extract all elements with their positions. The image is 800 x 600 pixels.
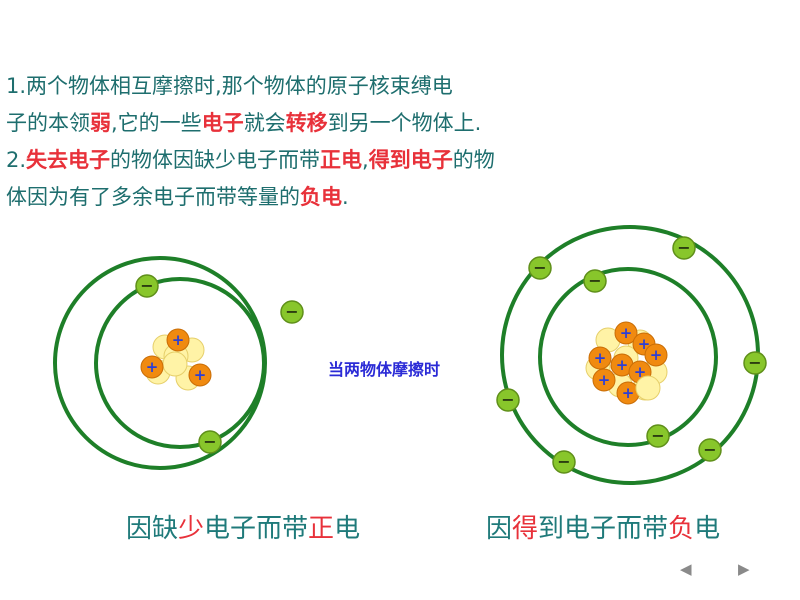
svg-text:−: − bbox=[533, 258, 546, 277]
paragraph-line-4: 体因为有了多余电子而带等量的负电. bbox=[6, 179, 786, 216]
text-segment: , bbox=[362, 148, 369, 172]
electron-particle: − bbox=[583, 269, 607, 293]
highlight-lose-electron: 失去电子 bbox=[26, 148, 111, 172]
text-segment: . bbox=[342, 185, 349, 209]
proton-particle: + bbox=[644, 343, 668, 367]
highlight-gain-electron: 得到电子 bbox=[368, 148, 453, 172]
right-atom: ++++++++−−−−−−−− bbox=[496, 225, 767, 485]
left-atom-caption: 因缺少电子而带正电 bbox=[126, 508, 360, 545]
text-segment: 体因为有了多余电子而带等量的 bbox=[6, 185, 300, 209]
highlight-negative-charge: 负电 bbox=[300, 185, 342, 209]
svg-text:−: − bbox=[748, 353, 761, 372]
proton-particle: + bbox=[592, 368, 616, 392]
svg-text:+: + bbox=[650, 346, 663, 364]
svg-text:+: + bbox=[622, 384, 635, 402]
caption-segment: 电 bbox=[694, 514, 721, 544]
electron-particle: − bbox=[672, 236, 696, 260]
electron-particle: − bbox=[552, 450, 576, 474]
proton-particle: + bbox=[610, 353, 634, 377]
caption-segment: 电子而带 bbox=[204, 514, 309, 544]
highlight-positive-charge: 正电 bbox=[320, 148, 363, 172]
svg-text:−: − bbox=[651, 426, 664, 445]
highlight-transfer: 转移 bbox=[285, 111, 328, 135]
caption-highlight-positive: 正 bbox=[308, 514, 335, 544]
paragraph-line-3: 2.失去电子的物体因缺少电子而带正电,得到电子的物 bbox=[6, 142, 786, 179]
text-segment: 1.两个物体相互摩擦时,那个物体的原子核束缚电 bbox=[6, 74, 453, 98]
svg-text:−: − bbox=[557, 452, 570, 471]
text-segment: 2. bbox=[6, 148, 27, 172]
caption-highlight-negative: 负 bbox=[668, 514, 695, 544]
electron-particle: − bbox=[743, 351, 767, 375]
electron-particle: − bbox=[496, 388, 520, 412]
text-segment: 的物体因缺少电子而带 bbox=[110, 148, 321, 172]
highlight-weak: 弱 bbox=[90, 111, 111, 135]
paragraph-line-2: 子的本领弱,它的一些电子就会转移到另一个物体上. bbox=[6, 105, 786, 142]
caption-segment: 因 bbox=[486, 514, 513, 544]
prev-slide-button[interactable]: ◀ bbox=[680, 560, 692, 578]
svg-text:−: − bbox=[588, 271, 601, 290]
svg-text:−: − bbox=[501, 390, 514, 409]
svg-text:−: − bbox=[285, 302, 298, 321]
text-segment: 就会 bbox=[243, 111, 286, 135]
svg-text:+: + bbox=[194, 366, 207, 384]
svg-text:−: − bbox=[677, 238, 690, 257]
proton-particle: + bbox=[614, 321, 638, 345]
highlight-electron: 电子 bbox=[201, 111, 244, 135]
proton-particle: + bbox=[588, 346, 612, 370]
electron-particle: − bbox=[280, 300, 304, 324]
left-atom: + + + − − − bbox=[53, 256, 304, 470]
text-segment: 的物 bbox=[452, 148, 495, 172]
svg-text:+: + bbox=[146, 358, 159, 376]
inner-orbit bbox=[94, 277, 266, 449]
svg-text:−: − bbox=[140, 276, 153, 295]
text-segment: 到另一个物体上. bbox=[327, 111, 482, 135]
caption-highlight-lack: 少 bbox=[178, 514, 205, 544]
svg-text:+: + bbox=[620, 324, 633, 342]
svg-text:+: + bbox=[594, 349, 607, 367]
caption-highlight-gain: 得 bbox=[512, 514, 539, 544]
svg-text:+: + bbox=[616, 356, 629, 374]
next-slide-button[interactable]: ▶ bbox=[738, 560, 750, 578]
neutron-particle bbox=[162, 351, 188, 377]
paragraph-line-1: 1.两个物体相互摩擦时,那个物体的原子核束缚电 bbox=[6, 68, 786, 105]
caption-segment: 到电子而带 bbox=[538, 514, 669, 544]
electron-particle: − bbox=[698, 438, 722, 462]
text-segment: 子的本领 bbox=[6, 111, 90, 135]
explanation-paragraph: 1.两个物体相互摩擦时,那个物体的原子核束缚电 子的本领弱,它的一些电子就会转移… bbox=[6, 68, 786, 216]
rubbing-label: 当两物体摩擦时 bbox=[328, 360, 441, 379]
electron-particle: − bbox=[198, 430, 222, 454]
proton-particle: + bbox=[188, 363, 212, 387]
electron-particle: − bbox=[646, 424, 670, 448]
caption-segment: 因缺 bbox=[126, 514, 179, 544]
text-segment: ,它的一些 bbox=[111, 111, 202, 135]
electron-particle: − bbox=[528, 256, 552, 280]
proton-particle: + bbox=[166, 328, 190, 352]
neutron-particle bbox=[635, 375, 661, 401]
caption-segment: 电 bbox=[334, 514, 361, 544]
svg-text:−: − bbox=[203, 432, 216, 451]
inner-orbit bbox=[538, 267, 718, 447]
proton-particle: + bbox=[616, 381, 640, 405]
svg-text:+: + bbox=[172, 331, 185, 349]
electron-particle: − bbox=[135, 274, 159, 298]
svg-text:+: + bbox=[598, 371, 611, 389]
right-atom-caption: 因得到电子而带负电 bbox=[486, 508, 720, 545]
svg-text:−: − bbox=[703, 440, 716, 459]
proton-particle: + bbox=[140, 355, 164, 379]
